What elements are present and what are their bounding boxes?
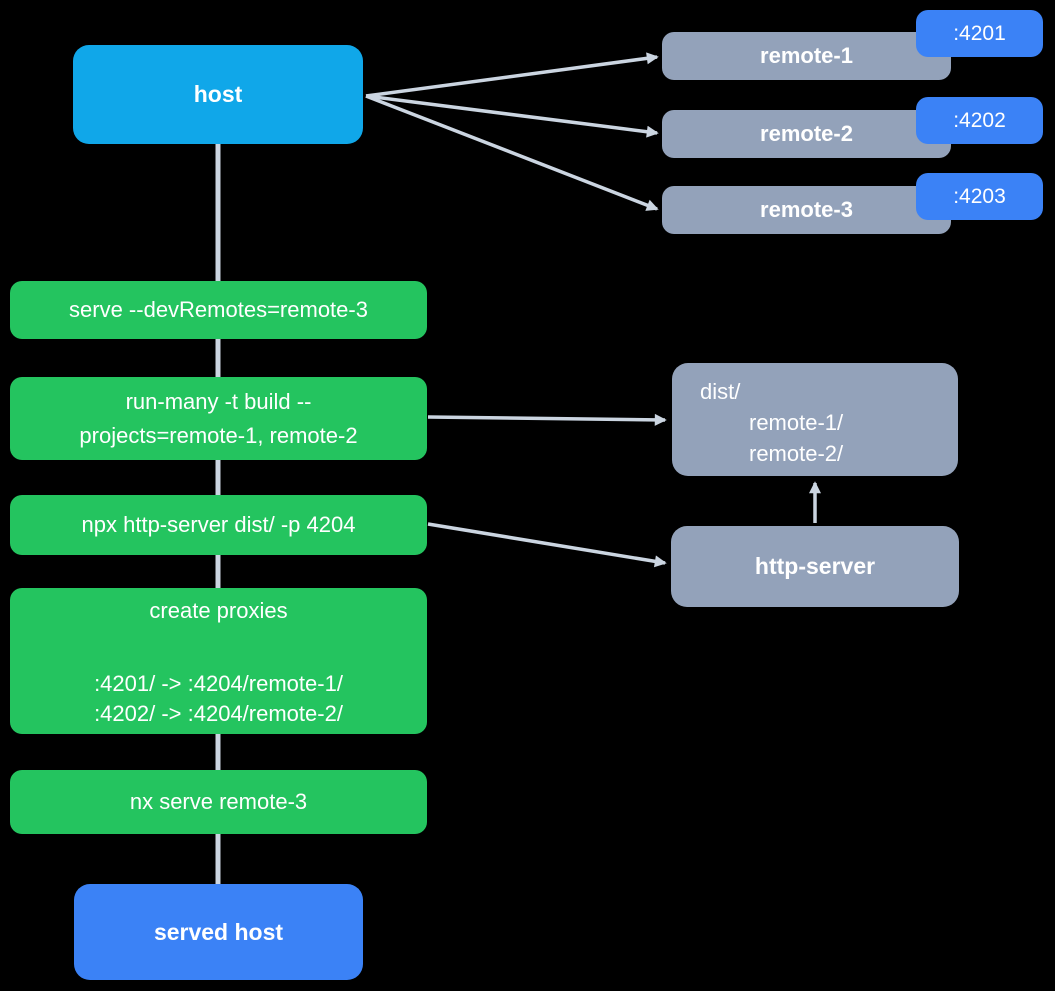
remote-2-label: remote-2 <box>760 121 853 146</box>
step-nx-serve-remote-3: nx serve remote-3 <box>10 770 427 834</box>
step-serve-dev-remotes: serve --devRemotes=remote-3 <box>10 281 427 339</box>
create-proxies-title: create proxies <box>149 597 288 623</box>
remote-2-node: remote-2 <box>662 110 951 158</box>
step-npx-http-server: npx http-server dist/ -p 4204 <box>10 495 427 555</box>
dist-folder-node: dist/ remote-1/ remote-2/ <box>672 363 958 476</box>
port-badge-4203-label: :4203 <box>953 184 1006 208</box>
step-serve-dev-remotes-label: serve --devRemotes=remote-3 <box>69 297 368 322</box>
arrow-build-to-dist <box>427 413 667 426</box>
port-badge-4201-label: :4201 <box>953 21 1006 45</box>
proxy-mapping-4201: :4201/ -> :4204/remote-1/ <box>94 670 343 696</box>
remote-3-node: remote-3 <box>662 186 951 234</box>
arrow-host-to-remote-3 <box>365 94 659 211</box>
remote-1-node: remote-1 <box>662 32 951 80</box>
port-badge-4201: :4201 <box>916 10 1043 57</box>
dist-child-remote-2: remote-2/ <box>749 441 844 466</box>
port-badge-4202: :4202 <box>916 97 1043 144</box>
arrow-npx-to-http-server <box>427 522 667 568</box>
port-badge-4202-label: :4202 <box>953 108 1006 132</box>
step-run-many-build-line-2: projects=remote-1, remote-2 <box>79 422 358 448</box>
host-label: host <box>193 81 243 107</box>
dist-child-remote-1: remote-1/ <box>749 410 844 435</box>
step-run-many-build-line-1: run-many -t build -- <box>125 388 312 414</box>
http-server-node: http-server <box>671 526 959 607</box>
host-node: host <box>73 45 363 144</box>
proxy-mapping-4202: :4202/ -> :4204/remote-2/ <box>94 700 343 726</box>
remote-3-label: remote-3 <box>760 197 853 222</box>
served-host-label: served host <box>153 918 284 945</box>
arrow-host-to-remote-1 <box>365 52 659 98</box>
step-create-proxies: create proxies :4201/ -> :4204/remote-1/… <box>10 588 427 734</box>
served-host-node: served host <box>74 884 363 980</box>
remote-1-label: remote-1 <box>760 43 853 68</box>
step-run-many-build: run-many -t build -- projects=remote-1, … <box>10 377 427 460</box>
arrow-host-to-remote-2 <box>365 94 659 138</box>
step-npx-http-server-label: npx http-server dist/ -p 4204 <box>81 512 356 537</box>
port-badge-4203: :4203 <box>916 173 1043 220</box>
http-server-label: http-server <box>754 553 876 579</box>
step-nx-serve-remote-3-label: nx serve remote-3 <box>129 789 308 814</box>
dist-root-label: dist/ <box>700 379 741 404</box>
